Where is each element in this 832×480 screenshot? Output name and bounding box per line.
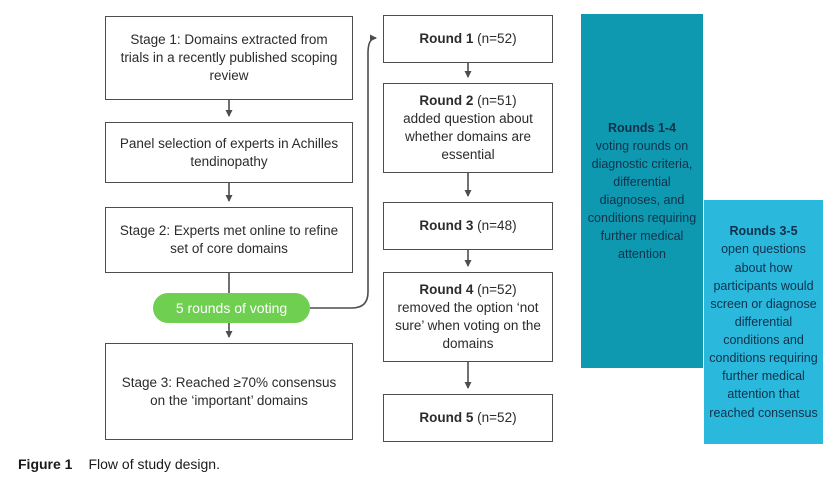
figure-caption: Figure 1 Flow of study design. — [18, 456, 220, 472]
round1-header: Round 1 (n=52) — [419, 30, 516, 48]
rounds-3-5-panel: Rounds 3-5 open questions about how part… — [704, 200, 823, 444]
panel-selection-box: Panel selection of experts in Achilles t… — [105, 122, 353, 183]
stage3-box: Stage 3: Reached ≥70% consensus on the ‘… — [105, 343, 353, 440]
rounds-1-4-panel: Rounds 1-4 voting rounds on diagnostic c… — [581, 14, 703, 368]
stage2-text: Stage 2: Experts met online to refine se… — [119, 223, 339, 256]
round3-title: Round 3 — [419, 218, 474, 234]
rounds-1-4-text: voting rounds on diagnostic criteria, di… — [587, 138, 697, 262]
stage3-text: Stage 3: Reached ≥70% consensus on the ‘… — [121, 374, 337, 408]
round5-title: Round 5 — [419, 410, 474, 426]
round3-n: (n=48) — [477, 218, 517, 234]
round1-box: Round 1 (n=52) — [383, 15, 553, 63]
rounds-1-4-title: Rounds 1-4 — [607, 120, 677, 135]
round2-box: Round 2 (n=51) added question about whet… — [383, 83, 553, 173]
rounds-3-5-title: Rounds 3-5 — [729, 224, 798, 239]
round4-header: Round 4 (n=52) — [419, 281, 516, 299]
voting-rounds-pill: 5 rounds of voting — [153, 293, 310, 323]
rounds-3-5-text: open questions about how participants wo… — [709, 242, 818, 420]
round2-note: added question about whether domains are… — [403, 111, 533, 162]
round3-box: Round 3 (n=48) — [383, 202, 553, 250]
round4-title: Round 4 — [419, 282, 474, 298]
round4-note: removed the option ‘not sure’ when votin… — [395, 300, 541, 351]
round2-header: Round 2 (n=51) — [419, 92, 516, 110]
panel-selection-text: Panel selection of experts in Achilles t… — [119, 135, 339, 169]
round2-title: Round 2 — [419, 93, 474, 109]
round5-n: (n=52) — [477, 410, 517, 426]
round5-header: Round 5 (n=52) — [419, 409, 516, 427]
stage1-box: Stage 1: Domains extracted from trials i… — [105, 16, 353, 100]
round5-box: Round 5 (n=52) — [383, 394, 553, 442]
figure-caption-text: Flow of study design. — [88, 456, 220, 472]
round4-n: (n=52) — [477, 282, 517, 298]
voting-rounds-label: 5 rounds of voting — [175, 300, 288, 316]
stage1-text: Stage 1: Domains extracted from trials i… — [120, 32, 338, 83]
round1-n: (n=52) — [477, 31, 517, 47]
figure-caption-label: Figure 1 — [18, 456, 73, 472]
stage2-box: Stage 2: Experts met online to refine se… — [105, 207, 353, 273]
connector-pill-round1 — [310, 34, 377, 309]
round3-header: Round 3 (n=48) — [419, 217, 516, 235]
round2-n: (n=51) — [477, 93, 517, 109]
round4-box: Round 4 (n=52) removed the option ‘not s… — [383, 272, 553, 362]
round1-title: Round 1 — [419, 31, 474, 47]
